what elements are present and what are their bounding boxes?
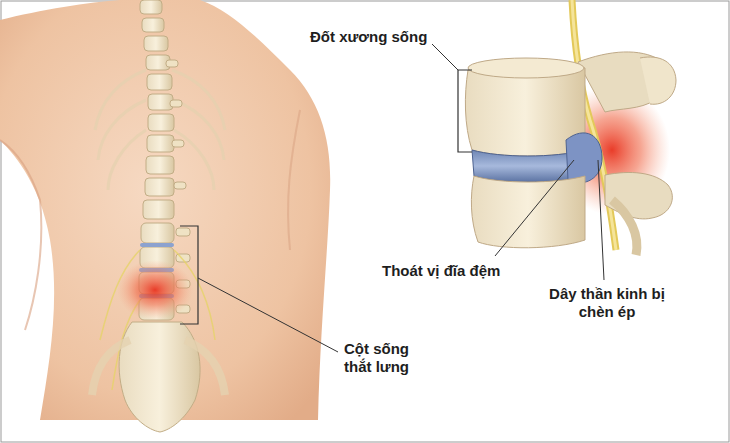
part-label: Cột sống thắt lưng [344,340,432,376]
part-label: Dây thần kinh bị chèn ép [548,285,666,321]
part-label: Thoát vị đĩa đệm [382,262,500,280]
part-label: Đốt xương sống [310,28,427,46]
